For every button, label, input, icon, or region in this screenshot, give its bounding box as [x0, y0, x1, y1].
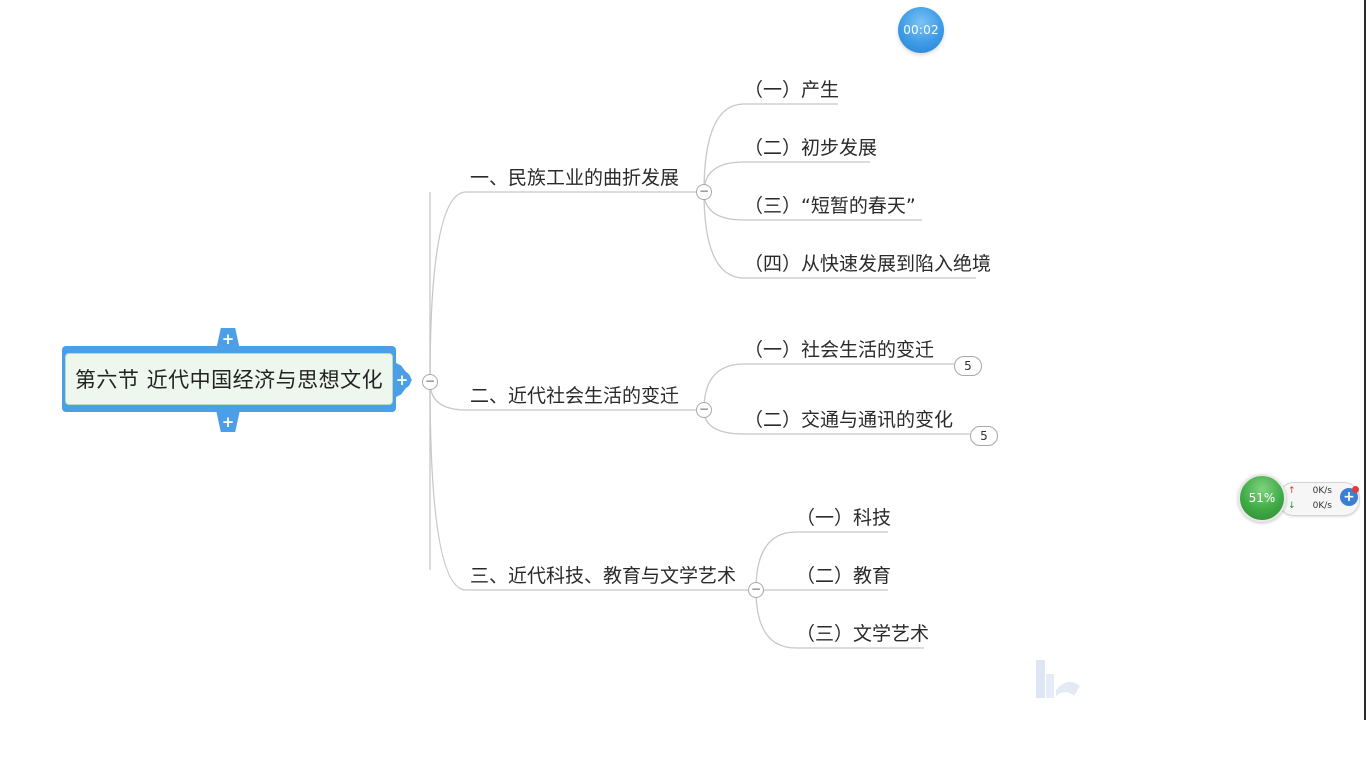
branch-1-collapse-icon[interactable]: − — [696, 184, 712, 200]
branch3-child1-connector — [755, 531, 888, 591]
branch-3-topic[interactable]: 三、近代科技、教育与文学艺术 — [470, 565, 737, 587]
root-node[interactable]: 第六节 近代中国经济与思想文化 — [62, 346, 398, 414]
branch3-child3-connector — [755, 589, 924, 649]
branch1-child1-connector — [703, 103, 838, 193]
collapsed-count-badge[interactable]: 5 — [954, 356, 982, 376]
download-arrow-icon: ↓ — [1288, 501, 1296, 511]
collapsed-count-badge[interactable]: 5 — [970, 426, 998, 446]
branch1-child2-connector — [703, 161, 870, 193]
branch-3-subtopic-2[interactable]: （二）教育 — [796, 565, 892, 587]
notification-dot-icon — [1352, 486, 1359, 493]
branch-1-subtopic-1[interactable]: （一）产生 — [744, 79, 840, 101]
add-subtopic-icon[interactable]: + — [393, 371, 411, 389]
add-topic-above-icon[interactable]: + — [219, 330, 237, 348]
branch-3-subtopic-3[interactable]: （三）文学艺术 — [796, 623, 930, 645]
branch1-connector — [429, 191, 700, 383]
branch-1-subtopic-4[interactable]: （四）从快速发展到陷入绝境 — [744, 253, 992, 275]
branch-2-topic[interactable]: 二、近代社会生活的变迁 — [470, 385, 680, 407]
branch-2-collapse-icon[interactable]: − — [696, 402, 712, 418]
download-speed-row: ↓ 0K/s — [1288, 501, 1332, 511]
memory-usage-gauge[interactable]: 51% — [1238, 474, 1286, 522]
root-node-title[interactable]: 第六节 近代中国经济与思想文化 — [65, 353, 393, 405]
add-topic-below-icon[interactable]: + — [219, 413, 237, 431]
watermark-icon — [1036, 660, 1080, 698]
window-edge — [1364, 0, 1366, 720]
branch-1-subtopic-3[interactable]: （三）“短暂的春天” — [744, 195, 916, 217]
branch-1-subtopic-2[interactable]: （二）初步发展 — [744, 137, 878, 159]
root-collapse-icon[interactable]: − — [422, 374, 438, 390]
branch-2-subtopic-2[interactable]: （二）交通与通讯的变化 — [744, 409, 954, 431]
upload-speed: 0K/s — [1312, 486, 1332, 496]
branch-1-topic[interactable]: 一、民族工业的曲折发展 — [470, 167, 680, 189]
download-speed: 0K/s — [1312, 501, 1332, 511]
branch-3-subtopic-1[interactable]: （一）科技 — [796, 507, 892, 529]
recording-timer[interactable]: 00:02 — [898, 7, 944, 53]
network-monitor-widget[interactable]: 51% ↑ 0K/s ↓ 0K/s + — [1238, 474, 1366, 522]
branch2-child1-connector — [703, 363, 954, 411]
branch-2-subtopic-1[interactable]: （一）社会生活的变迁 — [744, 339, 935, 361]
upload-arrow-icon: ↑ — [1288, 486, 1296, 496]
branch1-child4-connector — [703, 191, 976, 279]
branch3-connector — [429, 381, 752, 591]
upload-speed-row: ↑ 0K/s — [1288, 486, 1332, 496]
branch-3-collapse-icon[interactable]: − — [748, 582, 764, 598]
